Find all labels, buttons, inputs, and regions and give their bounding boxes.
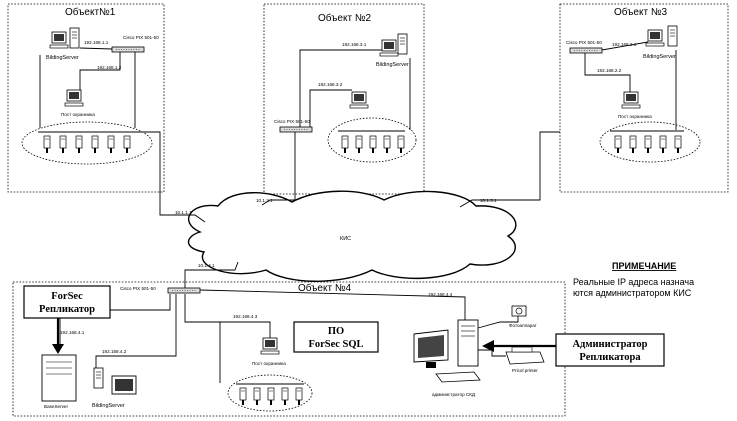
object1-pc-label: Пост охранника xyxy=(61,112,95,117)
controllers-group xyxy=(599,121,701,163)
object4-pc-ip: 192.168.4.3 xyxy=(233,314,258,319)
door-icon xyxy=(383,135,391,154)
object1-router-label: Cisco PIX 501-50 xyxy=(123,35,159,40)
pc-icon xyxy=(260,337,280,355)
door-icon xyxy=(614,135,622,154)
door-icon xyxy=(59,135,67,154)
admin-replicator-line1: Администратор xyxy=(572,339,647,350)
door-icon xyxy=(91,135,99,154)
door-icon xyxy=(341,135,349,154)
router-icon xyxy=(569,47,603,54)
object4-base-server-label: BaseServer xyxy=(44,404,68,409)
server-icon xyxy=(49,31,69,49)
pc-icon xyxy=(64,89,84,107)
printer-icon xyxy=(505,351,545,365)
object2-server-label: BildingServer xyxy=(376,62,409,68)
forsec-replicator-line2: Репликатор xyxy=(39,304,95,315)
object3-pc-label: Пост охранника xyxy=(618,114,652,119)
door-icon xyxy=(267,387,275,406)
router-icon xyxy=(279,126,313,133)
door-icon xyxy=(253,387,261,406)
door-icon xyxy=(281,387,289,406)
object4-router-label: Cisco PIX 501-50 xyxy=(120,286,156,291)
door-icon xyxy=(123,135,131,154)
door-icon xyxy=(239,387,247,406)
note-line1: Реальные IP адреса назнача xyxy=(573,277,694,287)
object2-pc-ip: 192.168.3.2 xyxy=(318,82,343,87)
wan-cloud xyxy=(187,190,517,282)
door-icon xyxy=(75,135,83,154)
server-icon xyxy=(379,39,399,57)
server-icon xyxy=(41,354,77,402)
object2-frame xyxy=(263,3,425,195)
object3-pc-ip: 192.168.2.2 xyxy=(597,68,622,73)
server-icon xyxy=(457,319,479,367)
door-icon xyxy=(107,135,115,154)
server-icon xyxy=(69,27,80,49)
router-icon xyxy=(111,46,145,53)
server-icon xyxy=(93,367,104,389)
keyboard-icon xyxy=(435,371,481,383)
door-icon xyxy=(295,387,303,406)
forsec-sql-line2: ForSec SQL xyxy=(308,339,363,350)
admin-replicator-line2: Репликатора xyxy=(579,352,641,363)
door-icon xyxy=(369,135,377,154)
server-icon xyxy=(667,25,678,47)
wan-ip3: 10.1.3.1 xyxy=(480,198,497,203)
object4-bilding-server-label: BildingServer xyxy=(92,403,125,409)
forsec-replicator-box xyxy=(23,285,111,319)
object3-frame xyxy=(559,3,729,193)
door-icon xyxy=(644,135,652,154)
router-icon xyxy=(167,287,201,294)
object1-pc-ip: 192.168.1.2 xyxy=(97,65,122,70)
controllers-group xyxy=(227,374,313,412)
wan-cloud-label: КИС xyxy=(340,236,351,242)
forsec-sql-line1: ПО xyxy=(328,326,344,337)
forsec-sql-box xyxy=(293,321,379,353)
object4-printer-label: Pricol printer xyxy=(512,368,538,373)
door-icon xyxy=(355,135,363,154)
pc-icon xyxy=(621,91,641,109)
object2-server-ip: 192.168.3.1 xyxy=(342,42,367,47)
note-title: ПРИМЕЧАНИЕ xyxy=(612,261,676,271)
admin-replicator-box xyxy=(555,333,665,367)
pc-icon xyxy=(349,91,369,109)
door-icon xyxy=(397,135,405,154)
wan-ip1: 10.1.1.1 xyxy=(175,210,192,215)
forsec-replicator-line1: ForSec xyxy=(51,291,83,302)
controllers-group xyxy=(21,121,153,165)
door-icon xyxy=(629,135,637,154)
object2-router-label: Cisco PIX 501-50 xyxy=(274,119,310,124)
object1-server-label: BildingServer xyxy=(46,55,79,61)
object4-camera-label: Фотоаппарат xyxy=(509,323,538,328)
object2-title: Объект №2 xyxy=(318,12,372,24)
object3-server-label: BildingServer xyxy=(643,54,676,60)
controllers-group xyxy=(327,117,417,163)
arrow-icon xyxy=(52,344,64,354)
object4-bilding-ip: 192.168.4.2 xyxy=(102,349,127,354)
object4-base-ip: 192.168.4.1 xyxy=(60,330,85,335)
object3-router-label: Cisco PIX 501-50 xyxy=(566,40,602,45)
object4-pc-label: Пост охранника xyxy=(252,361,286,366)
server-icon xyxy=(397,33,408,55)
object3-title: Объект №3 xyxy=(614,6,668,18)
door-icon xyxy=(674,135,682,154)
door-icon xyxy=(43,135,51,154)
wan-ip2: 10.1.2.1 xyxy=(256,198,273,203)
arrow-icon xyxy=(482,340,494,352)
object1-title: Объект№1 xyxy=(65,6,116,18)
note-line2: ются администратором КИС xyxy=(573,288,692,298)
object4-title: Объект №4 xyxy=(298,282,352,294)
server-icon xyxy=(645,29,665,47)
object1-frame xyxy=(7,3,165,193)
camera-icon xyxy=(511,305,527,317)
object1-server-ip: 192.168.1.1 xyxy=(84,40,109,45)
object4-admin-label: администратор СКД xyxy=(432,392,476,397)
object4-admin-ip: 192.168.4.4 xyxy=(428,292,453,297)
door-icon xyxy=(659,135,667,154)
object3-server-ip: 192.168.2.1 xyxy=(612,42,637,47)
wan-ip4: 10.1.4.1 xyxy=(198,263,215,268)
